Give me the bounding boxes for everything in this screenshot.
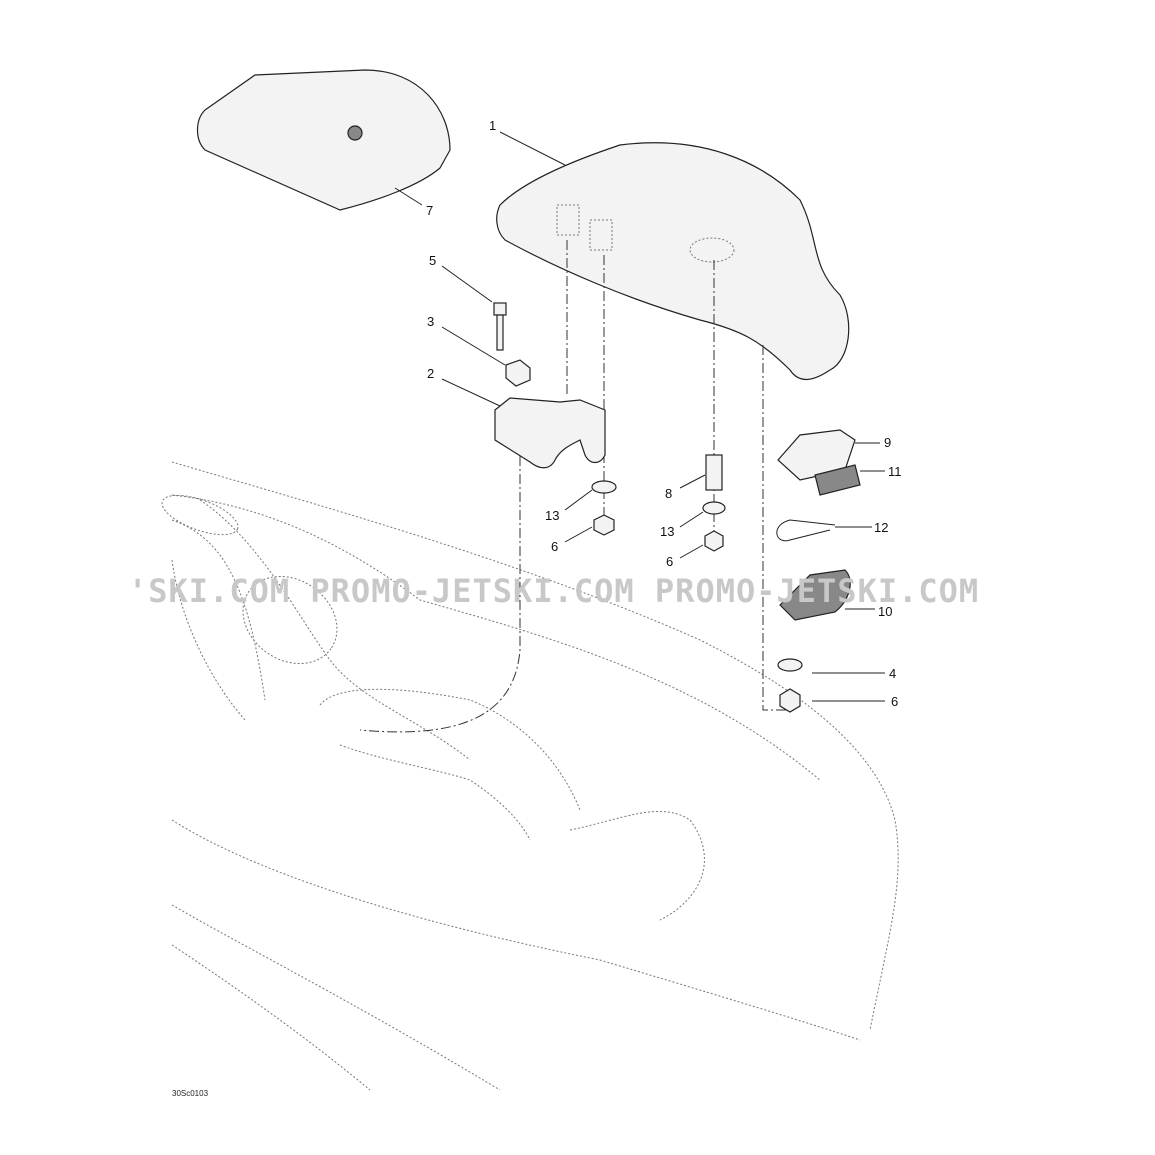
callout-6: 6 [551,539,558,554]
part-13-washer-2 [702,501,726,515]
callout-3: 3 [427,314,434,329]
part-6-nut-3 [779,688,801,713]
drawing-code: 30Sc0103 [172,1089,209,1098]
leader-lines [394,131,885,702]
part-9-latch-plate [777,429,856,481]
part-7-cover [196,69,451,211]
callout-5: 5 [429,253,436,268]
callout-12: 12 [874,520,888,535]
part-6-nut-2 [704,530,724,552]
part-13-washer [591,480,617,494]
callout-4: 4 [889,666,896,681]
callout-8: 8 [665,486,672,501]
part-4-washer [777,658,803,672]
callout-1: 1 [489,118,496,133]
callout-6-c: 6 [891,694,898,709]
hull-outline [161,461,899,1091]
part-2-bracket [494,397,606,469]
part-3-square-nut [505,359,531,387]
callout-6-b: 6 [666,554,673,569]
boss-2 [589,219,613,251]
callout-7: 7 [426,203,433,218]
callout-11: 11 [888,464,902,479]
callout-13: 13 [545,508,559,523]
cover-hole [347,125,363,141]
watermark: 'SKI.COM PROMO-JETSKI.COM PROMO-JETSKI.C… [128,572,979,610]
part-5-bolt-shank [496,314,504,351]
part-10-latch-base [779,569,851,621]
callout-9: 9 [884,435,891,450]
callout-2: 2 [427,366,434,381]
part-11-clip [814,464,861,496]
part-12-spring-wire [776,519,836,542]
part-1-tray [496,142,850,380]
callout-13-b: 13 [660,524,674,539]
tray-hole [689,237,735,263]
callout-10: 10 [878,604,892,619]
part-5-bolt-head [493,302,507,316]
part-6-nut [593,514,615,536]
boss-1 [556,204,580,236]
part-8-spacer [705,454,723,491]
